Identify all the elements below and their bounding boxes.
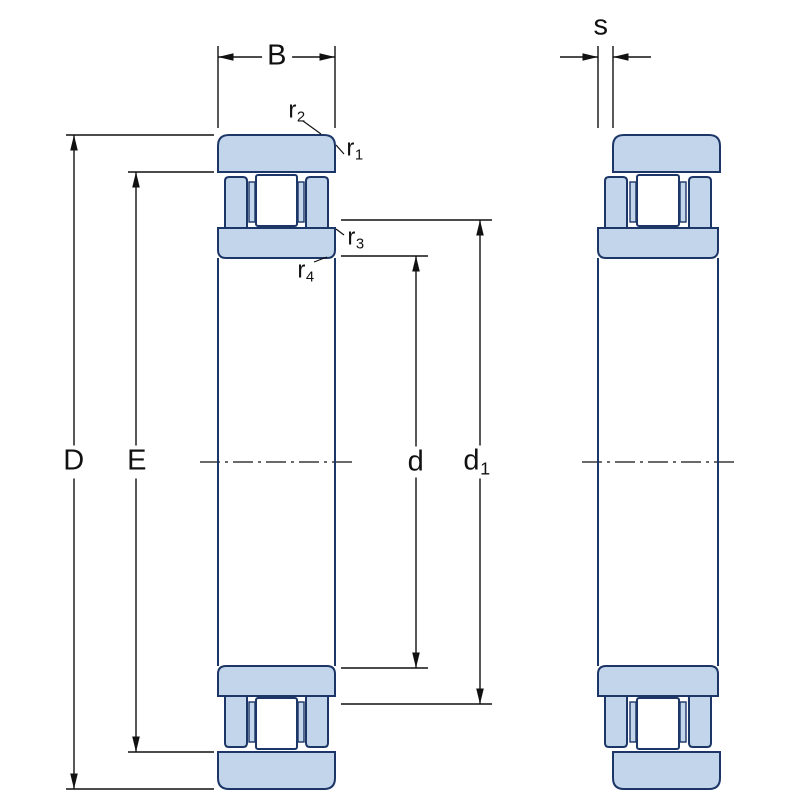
inner-ring-flange-top-right <box>688 176 712 229</box>
outer-ring-top <box>217 134 336 173</box>
cage-bar <box>248 701 256 743</box>
outer-ring-bottom <box>217 751 336 790</box>
inner-ring-flange-bottom-right <box>305 695 329 748</box>
inner-ring-bottom <box>217 665 336 697</box>
inner-ring-top <box>217 227 336 259</box>
inner-ring-flange-top-left <box>224 176 248 229</box>
inner-ring-flange-bottom-left <box>604 695 628 748</box>
label-E: E <box>122 445 152 479</box>
cage-bar <box>679 701 687 743</box>
inner-ring-flange-bottom-left <box>224 695 248 748</box>
inner-ring-flange-bottom-right <box>688 695 712 748</box>
label-d1: d1 <box>458 445 496 479</box>
cage-bar <box>679 181 687 223</box>
roller-top <box>255 174 298 227</box>
outer-ring-bottom <box>612 751 721 790</box>
cage-bar <box>248 181 256 223</box>
inner-ring-flange-top-left <box>604 176 628 229</box>
roller-bottom <box>636 697 680 750</box>
label-r4: r4 <box>297 256 315 286</box>
label-B: B <box>262 40 292 74</box>
bearing-section-right <box>582 134 736 790</box>
outer-ring-top <box>612 134 721 173</box>
cage-bar <box>629 181 637 223</box>
roller-top <box>636 174 680 227</box>
cage-bar <box>297 701 305 743</box>
inner-ring-flange-top-right <box>305 176 329 229</box>
inner-ring-bottom <box>597 665 719 697</box>
label-r1: r1 <box>346 134 364 164</box>
label-d: d1 <box>402 446 430 478</box>
label-s: s <box>593 9 609 42</box>
bearing-section-left <box>200 134 352 790</box>
roller-bottom <box>255 697 298 750</box>
leader-r1 <box>335 144 345 155</box>
label-r2: r2 <box>288 96 306 126</box>
leader-r2 <box>302 120 322 135</box>
cage-bar <box>297 181 305 223</box>
label-r3: r3 <box>347 223 365 253</box>
leader-r3 <box>335 228 345 236</box>
dimension-s <box>560 46 651 128</box>
cage-bar <box>629 701 637 743</box>
radius-leaders <box>302 120 345 263</box>
inner-ring-top <box>597 227 719 259</box>
leader-r4 <box>313 256 328 263</box>
label-D: D <box>58 445 90 479</box>
